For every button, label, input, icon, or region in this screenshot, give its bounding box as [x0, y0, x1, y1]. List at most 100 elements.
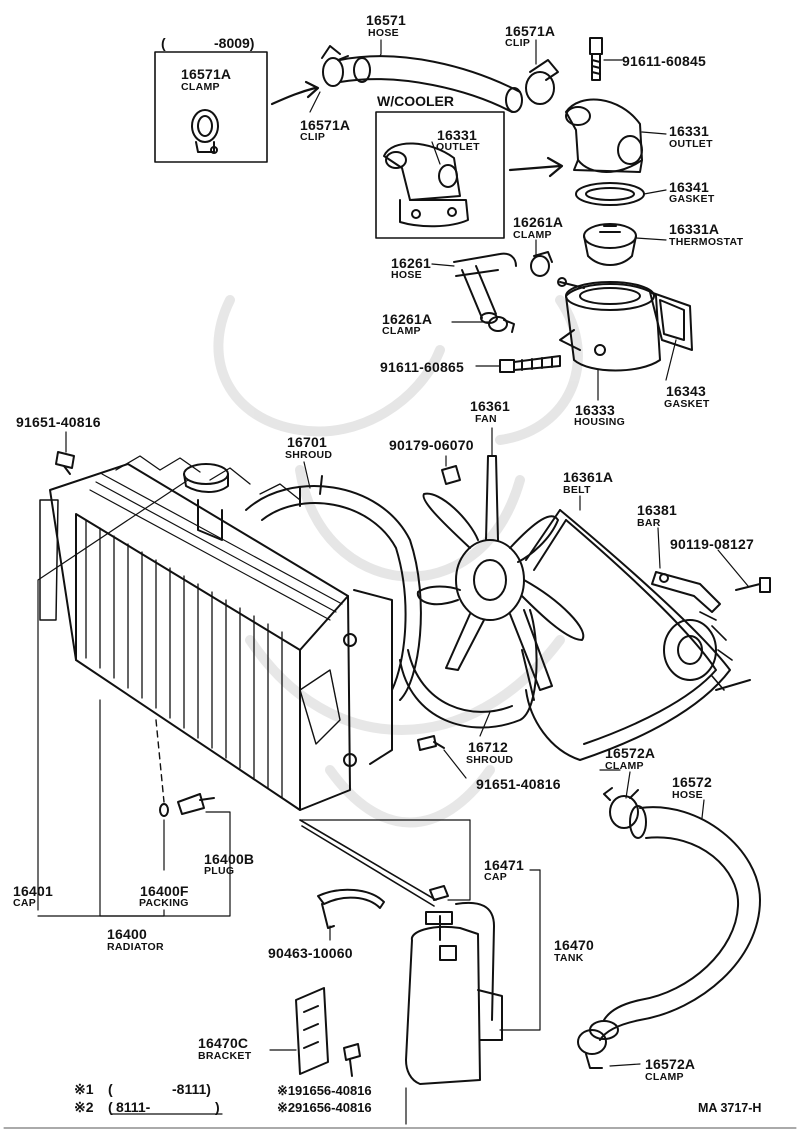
arrow-inset-to-clip: [270, 80, 320, 106]
label-16571a-inset-number: 16571A: [181, 66, 232, 82]
label-16261a-top-number: 16261A: [513, 214, 564, 230]
shroud-16701-drawing: [245, 475, 422, 765]
plug-16400b-drawing: [177, 793, 215, 815]
label-16331-name: OUTLET: [669, 138, 713, 150]
clamp-16571a-inset-drawing: [191, 109, 219, 154]
pulley-drawing: [663, 611, 751, 691]
outlet-16331-inset-drawing: [383, 142, 469, 228]
footnote-2-text: 8111-: [116, 1099, 151, 1115]
label-91656-40816-2: 91656-40816: [295, 1100, 372, 1115]
label-16333-number: 16333: [575, 402, 615, 418]
label-16400-name: RADIATOR: [107, 941, 164, 953]
label-16470-name: TANK: [554, 952, 584, 964]
diagram-code: MA 3717-H: [698, 1101, 762, 1115]
label-16261-name: HOSE: [391, 269, 422, 281]
label-16571a-left-name: CLIP: [300, 131, 326, 143]
clip-90463-10060-drawing: [317, 888, 385, 929]
label-16381-number: 16381: [637, 502, 677, 518]
label-16331a-name: THERMOSTAT: [669, 236, 744, 248]
bar-16381-drawing: [651, 571, 721, 613]
label-w-cooler: W/COOLER: [377, 93, 454, 109]
clamp-16261a-top-drawing: [530, 251, 553, 277]
label-16572a-top-number: 16572A: [605, 745, 656, 761]
label-91656-40816-1: 91656-40816: [295, 1083, 372, 1098]
shroud-16712-drawing: [399, 609, 538, 729]
hose-16572-drawing: [589, 805, 761, 1041]
label-16571a-top-name: CLIP: [505, 37, 531, 49]
footnote-1-open: (: [108, 1081, 113, 1097]
label-inset-range-open: (: [161, 35, 166, 51]
label-90179-06070: 90179-06070: [389, 437, 474, 453]
label-16341-number: 16341: [669, 179, 709, 195]
bolt-91651-40816-top-drawing: [55, 451, 75, 475]
label-16572-name: HOSE: [672, 789, 703, 801]
bolt-91651-40816-low-drawing: [417, 735, 445, 751]
cap-16471-drawing: [425, 885, 453, 925]
leader-cap: [37, 479, 189, 911]
label-16571a-left-number: 16571A: [300, 117, 351, 133]
label-16571-number: 16571: [366, 12, 406, 28]
clamp-16572a-low-drawing: [577, 1029, 607, 1069]
label-16361a-name: BELT: [563, 484, 591, 496]
footnote-2-mark: ※2: [74, 1099, 94, 1115]
label-16470-number: 16470: [554, 937, 594, 953]
label-16331-inset-number: 16331: [437, 127, 477, 143]
label-inset-range: -8009): [214, 35, 255, 51]
label-91656-40816-1-mark: ※1: [277, 1083, 296, 1098]
label-16341-name: GASKET: [669, 193, 715, 205]
outlet-16331-drawing: [565, 98, 643, 173]
belt-16361a-drawing: [525, 509, 731, 761]
footnote-1-text: -8111): [172, 1081, 211, 1097]
packing-16400f-drawing: [159, 803, 169, 817]
label-16261-number: 16261: [391, 255, 431, 271]
clip-16571a-right-drawing: [525, 59, 559, 105]
gasket-16343-drawing: [649, 291, 693, 351]
label-16400f-name: PACKING: [139, 897, 189, 909]
label-16343-name: GASKET: [664, 398, 710, 410]
label-16571-name: HOSE: [368, 27, 399, 39]
label-16401-number: 16401: [13, 883, 53, 899]
label-16333-name: HOUSING: [574, 416, 626, 428]
label-16572a-low-number: 16572A: [645, 1056, 696, 1072]
label-16470c-name: BRACKET: [198, 1050, 252, 1062]
label-16261a-low-number: 16261A: [382, 311, 433, 327]
radiator-cap-16401-drawing: [183, 463, 229, 541]
clamp-16261a-low-drawing: [488, 316, 515, 333]
label-91651-40816-top: 91651-40816: [16, 414, 101, 430]
label-16471-name: CAP: [484, 871, 508, 883]
clip-16571a-left-drawing: [321, 45, 349, 87]
label-16261a-low-name: CLAMP: [382, 325, 421, 337]
footnote-2-close: ): [215, 1099, 220, 1115]
label-16572a-low-name: CLAMP: [645, 1071, 684, 1083]
label-16400b-number: 16400B: [204, 851, 255, 867]
label-16381-name: BAR: [637, 517, 661, 529]
tank-16470-drawing: [405, 901, 503, 1085]
label-91611-60845: 91611-60845: [622, 53, 706, 69]
drain-dashed-line: [155, 719, 165, 803]
bolt-91656-40816-drawing: [343, 1043, 361, 1077]
nut-90179-06070-drawing: [441, 465, 461, 485]
footnote-1-mark: ※1: [74, 1081, 94, 1097]
label-16331a-number: 16331A: [669, 221, 720, 237]
footnote-2-open: (: [108, 1099, 113, 1115]
label-16331-number: 16331: [669, 123, 709, 139]
label-16361a-number: 16361A: [563, 469, 614, 485]
bolt-91611-60845-drawing: [589, 37, 603, 81]
label-16361-name: FAN: [475, 413, 497, 425]
label-16400-number: 16400: [107, 926, 147, 942]
label-16571a-inset-name: CLAMP: [181, 81, 220, 93]
clamp-16572a-top-drawing: [603, 787, 639, 829]
label-16401-name: CAP: [13, 897, 37, 909]
label-91611-60865: 91611-60865: [380, 359, 464, 375]
label-16701-number: 16701: [287, 434, 327, 450]
label-16712-name: SHROUD: [466, 754, 514, 766]
thermostat-16331a-drawing: [583, 223, 637, 266]
inset-box-clamp: [154, 51, 268, 163]
label-16400f-number: 16400F: [140, 883, 189, 899]
hose-16261-drawing: [453, 252, 517, 324]
label-16331-inset-name: OUTLET: [436, 141, 480, 153]
label-16343-number: 16343: [666, 383, 706, 399]
label-16361-number: 16361: [470, 398, 510, 414]
label-91656-40816-2-mark: ※2: [277, 1100, 296, 1115]
